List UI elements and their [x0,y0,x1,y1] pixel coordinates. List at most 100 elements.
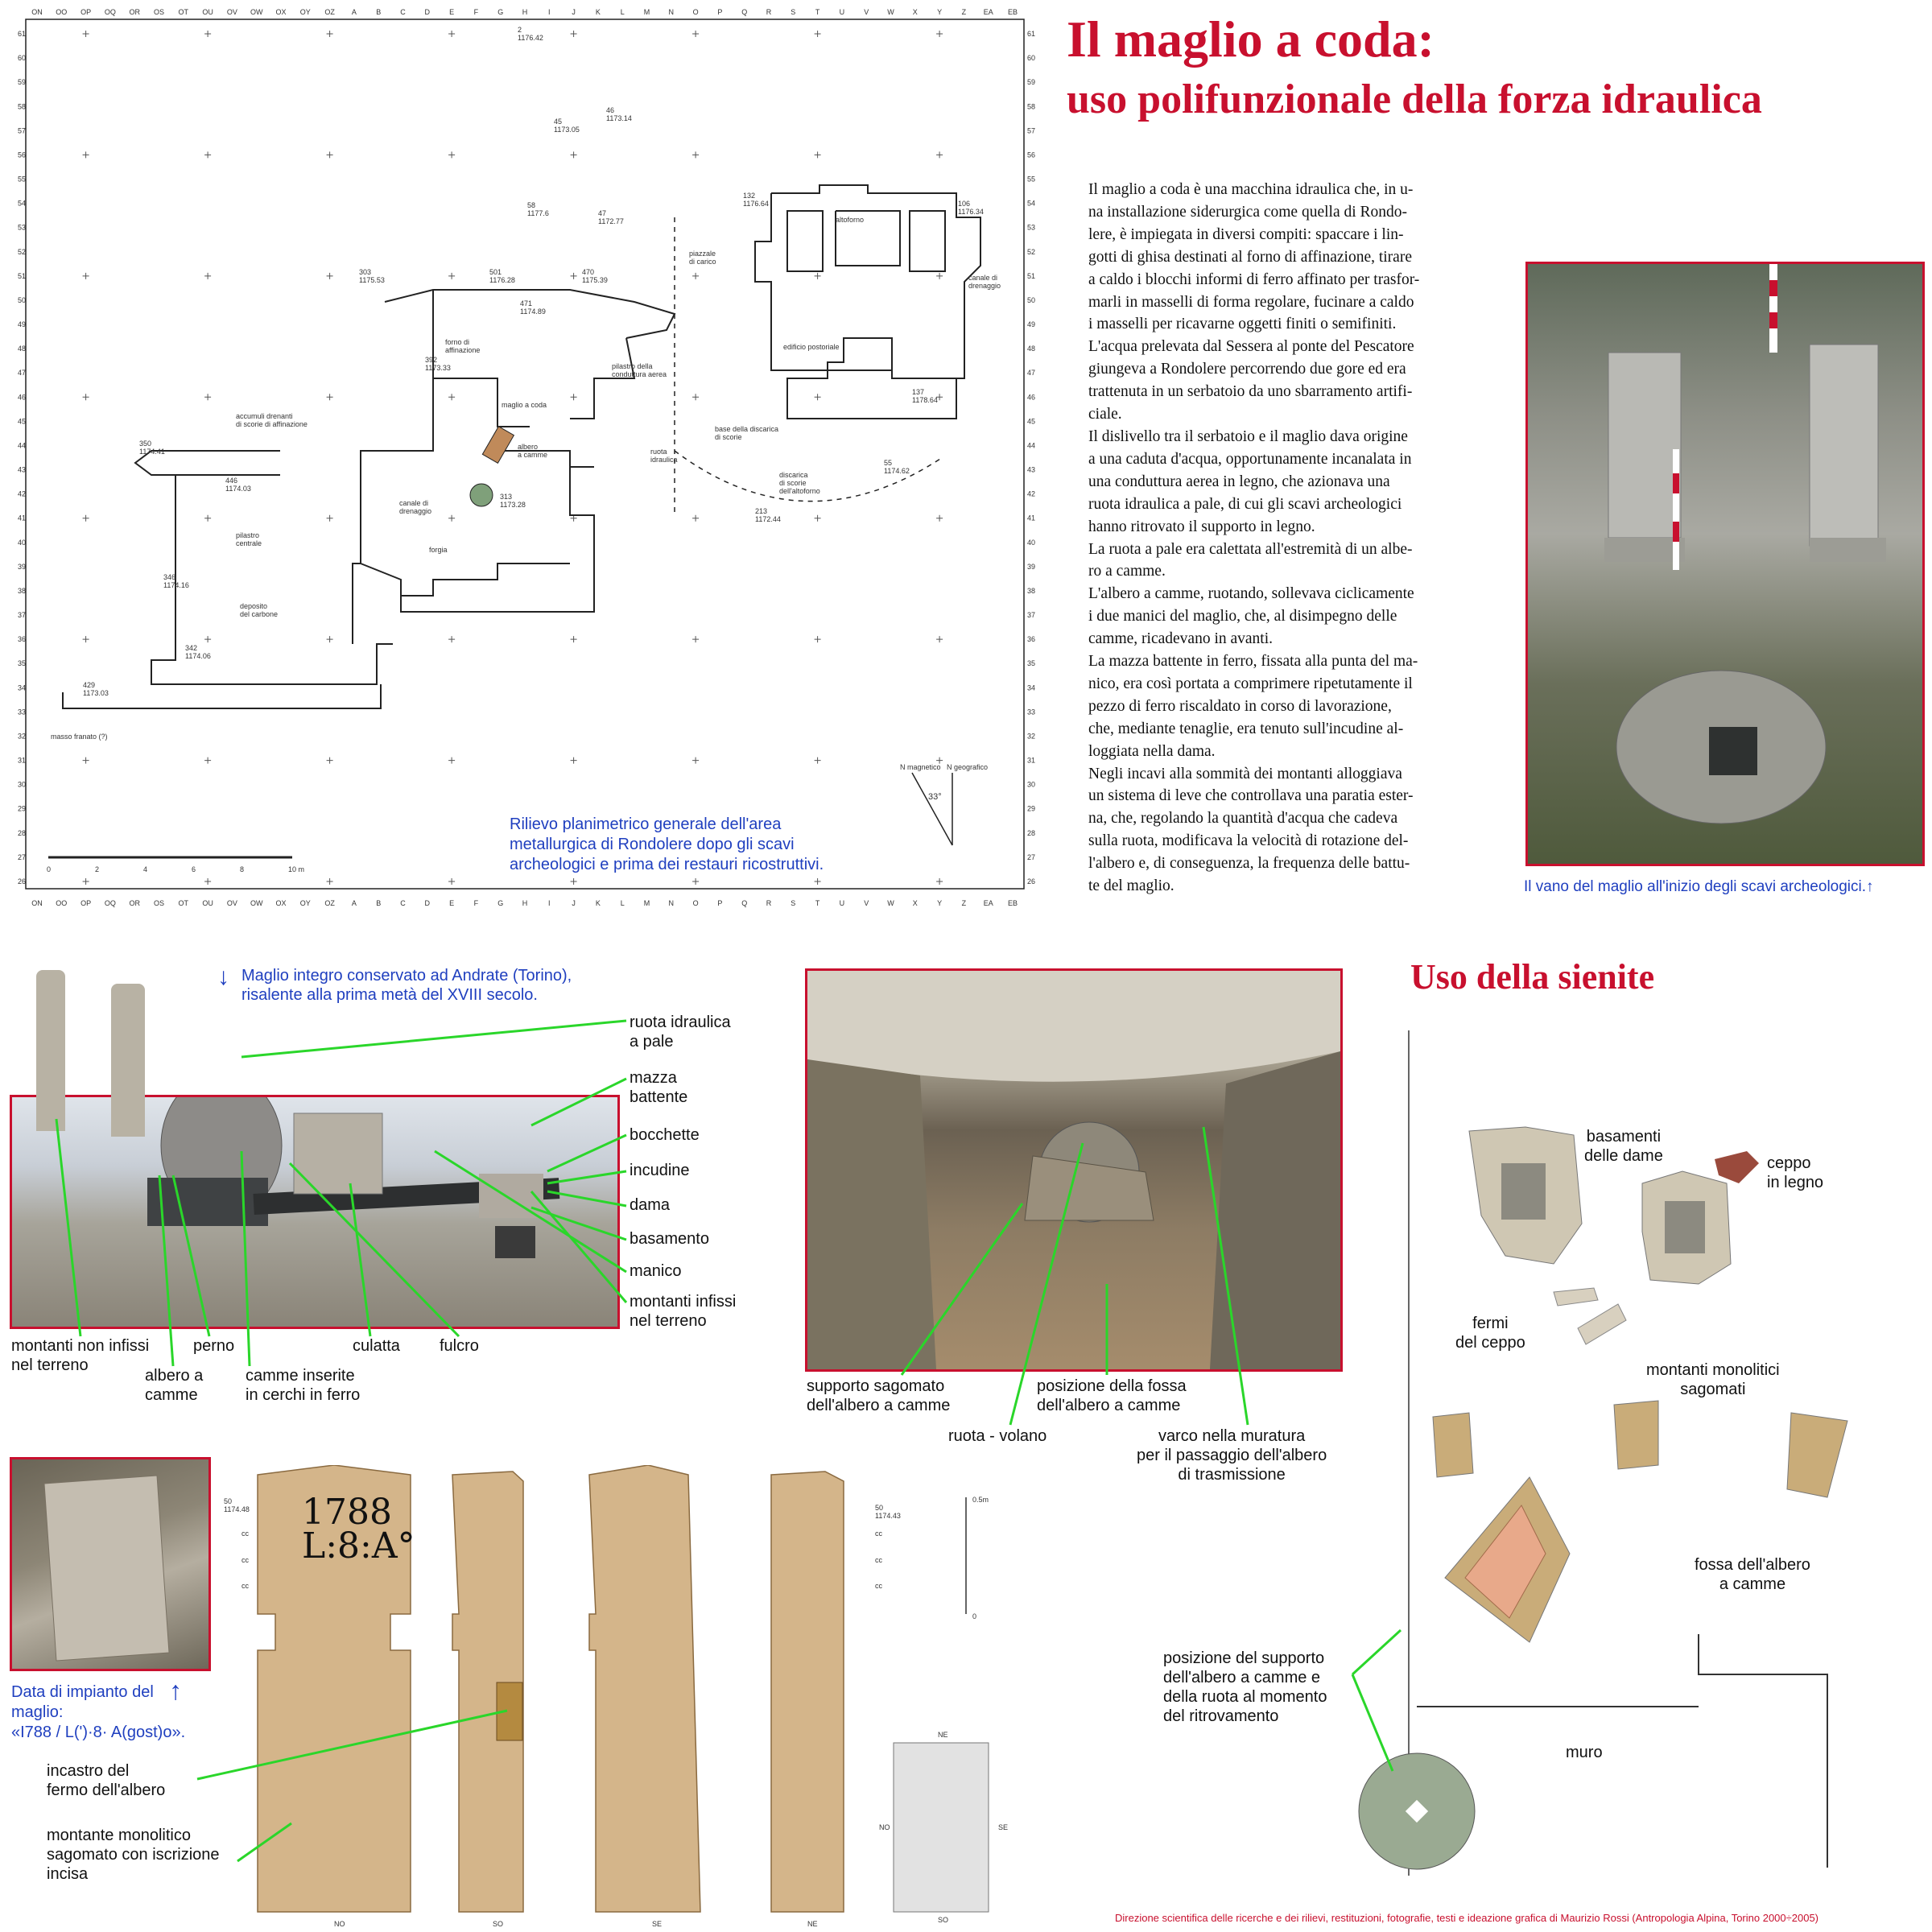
plan-row-tick: 56 [18,151,26,159]
plan-col-tick: OY [300,899,311,907]
side-label: cc [875,1556,882,1564]
plan-view-label: SO [938,1916,949,1924]
body-text-line: Il maglio a coda è una macchina idraulic… [1088,181,1414,198]
plan-grid-cross [82,878,89,885]
plan-row-tick: 37 [1027,611,1035,619]
plan-label: deposito del carbone [240,602,279,618]
plan-row-tick: 58 [18,102,26,110]
plan-view-label: NE [938,1731,948,1739]
andrate-label: manico [630,1262,682,1280]
plan-point: 446 1174.03 [225,477,251,493]
side-label: 50 1174.43 [875,1504,901,1520]
plan-col-tick: U [840,899,845,907]
plan-grid-cross [326,151,333,159]
plan-grid-cross [326,636,333,643]
plan-label: ruota idraulica [650,448,678,464]
plan-row-tick: 39 [1027,563,1035,571]
andrate-label: bocchette [630,1126,700,1144]
plan-grid-cross [692,272,700,279]
scale-bar-label: 8 [240,865,245,873]
page-subtitle: uso polifunzionale della forza idraulica [1067,76,1762,122]
plan-col-tick: OR [129,8,140,16]
body-text-line: La ruota a pale era calettata all'estrem… [1088,540,1413,558]
body-text-line: te del maglio. [1088,877,1174,895]
plan-row-tick: 41 [18,514,26,522]
body-text-line: nico, era così portata a comprimere ripe… [1088,675,1413,692]
plan-grid-cross [326,514,333,522]
arrow-down-icon: ↓ [217,964,229,990]
plan-grid-cross [692,636,700,643]
plan-row-tick: 26 [18,877,26,886]
plan-label: masso franato (?) [51,733,108,741]
plan-row-tick: 55 [18,175,26,184]
plan-row-tick: 45 [18,417,26,425]
plan-point: 470 1175.39 [582,268,608,284]
plan-grid-cross [82,514,89,522]
plan-label: altoforno [836,216,865,224]
arrow-up-icon: ↑ [169,1676,182,1705]
plan-point: 342 1174.06 [185,644,211,660]
plan-label: piazzale di carico [689,250,716,266]
plan-col-tick: OW [250,899,263,907]
plan-col-tick: L [621,8,625,16]
plan-grid-cross [570,31,577,37]
plan-point: 106 1176.34 [958,200,984,216]
plan-label: accumuli drenanti di scorie di affinazio… [236,412,308,428]
inscription-label: incastro del fermo dell'albero [47,1762,166,1799]
plan-grid-cross [692,757,700,764]
plan-col-tick: U [840,8,845,16]
plan-row-tick: 59 [1027,78,1035,86]
plan-point: 137 1178.64 [912,388,938,404]
plan-col-tick: OS [154,899,164,907]
plan-point: 303 1175.53 [359,268,385,284]
plan-point: 55 1174.62 [884,459,910,475]
view-label: SO [493,1920,504,1928]
plan-view-label: SE [998,1823,1009,1831]
plan-row-tick: 51 [1027,272,1035,280]
plan-grid-cross [326,878,333,885]
plan-point: 501 1176.28 [489,268,515,284]
plan-col-tick: A [352,8,357,16]
body-text-line: a caldo i blocchi informi di ferro affin… [1088,270,1420,288]
plan-row-tick: 60 [1027,54,1035,62]
plan-col-tick: I [548,8,551,16]
plan-row-tick: 57 [1027,126,1035,134]
plan-col-tick: B [376,899,381,907]
plan-col-tick: D [425,899,431,907]
sienite-label: ceppo in legno [1767,1154,1824,1191]
plan-grid-cross [570,272,577,279]
plan-col-tick: F [474,899,479,907]
plan-grid-cross [570,514,577,522]
footer-credits: Direzione scientifica delle ricerche e d… [1115,1912,1819,1924]
plan-row-tick: 55 [1027,175,1035,184]
plan-grid-cross [692,151,700,159]
plan-col-tick: E [449,899,454,907]
sienite-plan [1328,1022,1916,1892]
inscription-photo [10,1457,211,1671]
plan-row-tick: 39 [18,563,26,571]
side-label: cc [242,1556,249,1564]
plan-col-tick: T [815,899,820,907]
plan-grid-cross [936,31,943,37]
plan-col-tick: G [497,8,503,16]
body-text-line: che, mediante tenaglie, era tenuto sull'… [1088,720,1404,737]
plan-col-tick: P [717,8,722,16]
side-label: cc [242,1530,249,1538]
body-text-line: camme, ricadevano in avanti. [1088,630,1274,648]
excav-label: varco nella muratura per il passaggio de… [1137,1427,1327,1484]
plan-row-tick: 48 [1027,345,1035,353]
plan-row-tick: 48 [18,345,26,353]
plan-row-tick: 61 [18,30,26,38]
plan-row-tick: 47 [1027,369,1035,377]
plan-col-tick: A [352,899,357,907]
plan-row-tick: 45 [1027,417,1035,425]
scale-bar-label: 2 [95,865,100,873]
plan-grid-cross [448,151,456,159]
plan-col-tick: H [522,899,528,907]
plan-row-tick: 59 [18,78,26,86]
plan-row-tick: 28 [18,829,26,837]
plan-row-tick: 53 [18,224,26,232]
plan-grid-cross [936,514,943,522]
plan-row-tick: 35 [18,659,26,667]
